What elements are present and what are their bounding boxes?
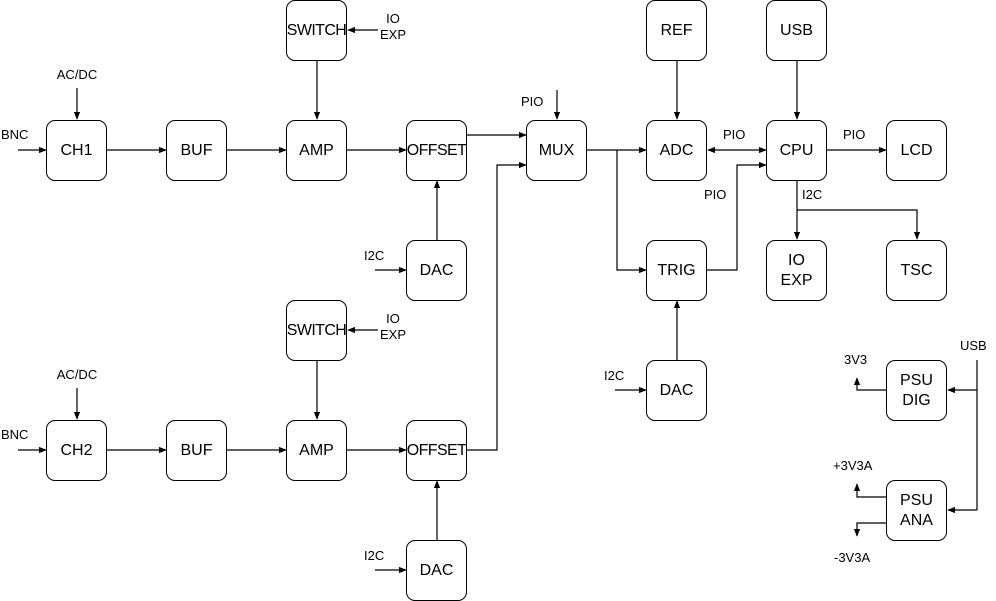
- ch1-block: CH1: [46, 120, 107, 181]
- wire-psu-dig-3v3: [853, 377, 886, 391]
- tsc-block: TSC: [886, 240, 947, 301]
- bnc-label-1: BNC: [1, 127, 29, 142]
- ac-dc-label-2: AC/DC: [56, 367, 98, 382]
- wire-psu-ana-m3v3a: [853, 522, 886, 537]
- i2c-label-dac2: I2C: [364, 548, 385, 563]
- usb-label-psu: USB: [960, 338, 987, 353]
- pio-label-lcd: PIO: [843, 127, 866, 142]
- switch-block-2: SWITCH: [286, 300, 347, 361]
- offset-block-1: OFFSET: [406, 120, 467, 181]
- amp-block-1: AMP: [286, 120, 347, 181]
- rail-label-minus-3v3a: -3V3A: [834, 550, 871, 565]
- wire-trig-cpu: [707, 161, 767, 271]
- pio-label-trig: PIO: [704, 187, 727, 202]
- adc-block: ADC: [646, 120, 707, 181]
- i2c-label-dac1: I2C: [364, 248, 385, 263]
- ac-dc-label-1: AC/DC: [56, 67, 98, 82]
- ref-block: REF: [646, 0, 707, 61]
- i2c-label-dac3: I2C: [604, 368, 625, 383]
- wire-mux-trig: [616, 150, 647, 274]
- wire-psu-ana-p3v3a: [853, 483, 886, 498]
- dac-block-1: DAC: [406, 240, 467, 301]
- ch2-block: CH2: [46, 420, 107, 481]
- bnc-label-2: BNC: [1, 427, 29, 442]
- rail-label-plus-3v3a: +3V3A: [833, 458, 873, 473]
- dac-block-2: DAC: [406, 540, 467, 601]
- buf-block-2: BUF: [166, 420, 227, 481]
- offset-block-2: OFFSET: [406, 420, 467, 481]
- mux-block: MUX: [526, 120, 587, 181]
- wire-offset2-mux: [467, 161, 527, 451]
- cpu-block: CPU: [766, 120, 827, 181]
- trig-block: TRIG: [646, 240, 707, 301]
- switch-block-1: SWITCH: [286, 0, 347, 61]
- psu-dig-block: PSU DIG: [886, 360, 947, 421]
- buf-block-1: BUF: [166, 120, 227, 181]
- i2c-label-cpu: I2C: [802, 187, 823, 202]
- io-exp-label-1: IO EXP: [379, 11, 406, 42]
- wire-cpu-tsc: [797, 209, 921, 240]
- dac-block-3: DAC: [646, 360, 707, 421]
- io-exp-block: IO EXP: [766, 240, 827, 301]
- psu-ana-block: PSU ANA: [886, 480, 947, 541]
- io-exp-label-2: IO EXP: [379, 311, 406, 342]
- rail-label-3v3: 3V3: [844, 352, 868, 367]
- pio-label-mux: PIO: [521, 94, 544, 109]
- lcd-block: LCD: [886, 120, 947, 181]
- pio-label-adc-cpu: PIO: [723, 127, 746, 142]
- usb-block: USB: [766, 0, 827, 61]
- amp-block-2: AMP: [286, 420, 347, 481]
